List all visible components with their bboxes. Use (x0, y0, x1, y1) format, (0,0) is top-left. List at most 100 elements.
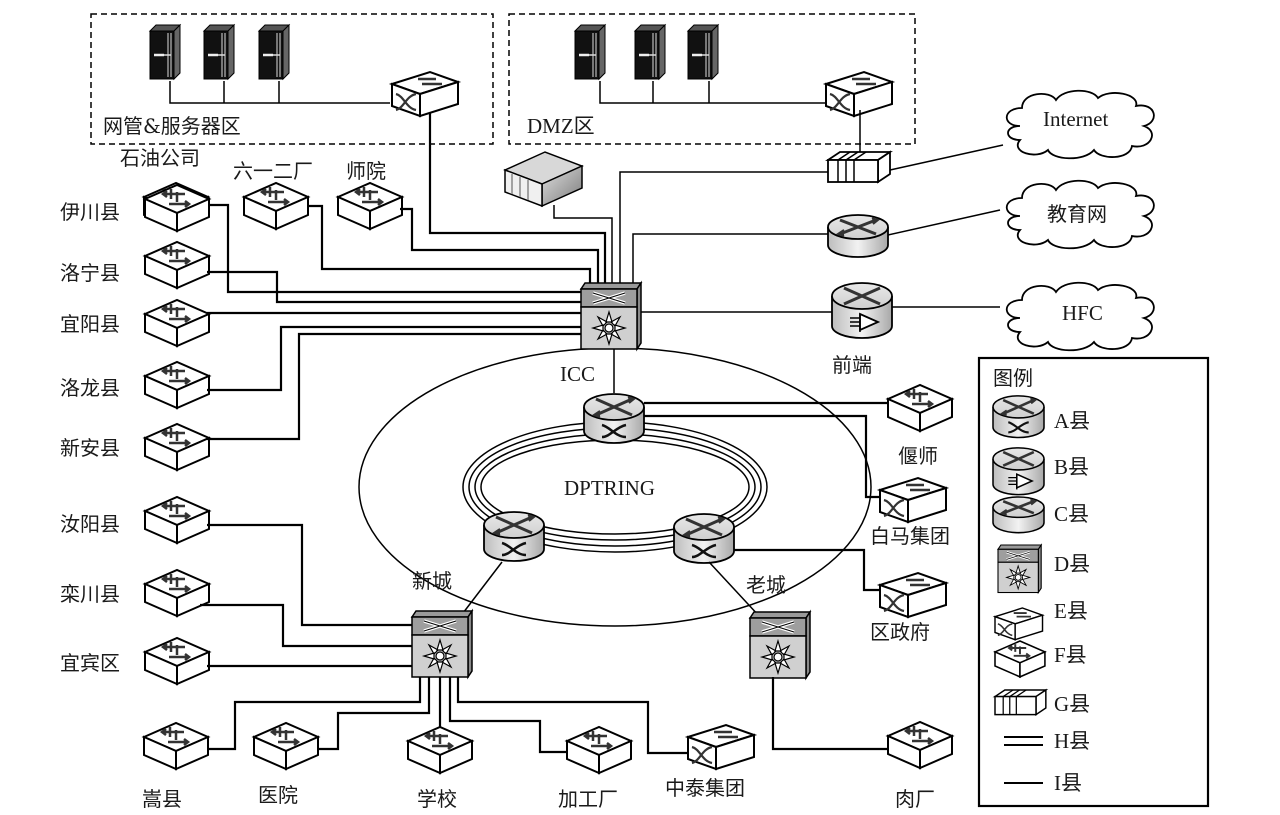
edu-net-label: 教育网 (1047, 202, 1107, 226)
edu-router-to-cloud-link (887, 209, 1001, 236)
top-site-label: 师院 (346, 159, 386, 183)
left-site-label: 宜阳县 (60, 312, 120, 336)
dmz-zone-border (508, 13, 916, 145)
left-site-switch-icon (143, 298, 211, 348)
bottom-site-link (317, 677, 431, 751)
right-site-label: 白马集团 (870, 524, 950, 548)
top-site-switch-icon (242, 181, 310, 231)
bottom-site-link (456, 677, 688, 755)
ring-to-laocheng-link (708, 561, 761, 618)
bottom-site-link (771, 677, 888, 751)
edu-router-to-icc-link (632, 233, 828, 283)
icc-core-switch-icon (579, 281, 643, 351)
ring-node-top-icon (582, 392, 646, 445)
server-icon (202, 23, 236, 81)
icc-label: ICC (560, 362, 595, 386)
bottom-site-link (207, 677, 422, 751)
bottom-site-label: 嵩县 (142, 787, 182, 811)
left-site-link (207, 325, 581, 392)
server-icon (148, 23, 182, 81)
layer3-switch-icon (996, 543, 1043, 594)
server-bus-line (599, 81, 826, 104)
bottom-site-switch-icon (886, 720, 954, 770)
router-amplifier-icon (991, 446, 1046, 496)
bottom-site-switch-icon (252, 721, 320, 771)
top-site-label: 石油公司 (120, 146, 200, 170)
left-site-label: 宜宾区 (60, 651, 120, 675)
legend-title: 图例 (993, 366, 1033, 390)
left-site-switch-icon (143, 495, 211, 545)
nms-zone-label: 网管&服务器区 (103, 114, 241, 138)
server-icon (633, 23, 667, 81)
bottom-site-switch-icon (142, 721, 210, 771)
left-site-switch-icon (143, 568, 211, 618)
dptring-label: DPTRING (564, 476, 655, 500)
legend-item-label: H县 (1054, 729, 1090, 753)
double-line-icon (1004, 736, 1043, 746)
headend-router-icon (830, 281, 894, 340)
left-site-label: 汝阳县 (60, 512, 120, 536)
appliance-to-icc-link (553, 205, 613, 283)
left-site-switch-icon (143, 636, 211, 686)
ring-to-xincheng-link (459, 561, 503, 618)
bottom-site-label: 肉厂 (895, 787, 935, 811)
firewall-to-icc-link (619, 171, 828, 283)
hfc-label: HFC (1062, 301, 1103, 325)
xincheng-switch-icon (410, 609, 474, 679)
legend: 图例 A县 B县 C县 D县 E县 F县 G县 H县 I县 (977, 356, 1210, 808)
laocheng-switch-icon (748, 610, 812, 680)
nms-switch-icon (390, 70, 460, 118)
right-site-label: 偃师 (898, 444, 938, 468)
server-icon (573, 23, 607, 81)
wan-links (428, 110, 1004, 313)
xincheng-label: 新城 (412, 569, 452, 593)
legend-item-label: C县 (1054, 502, 1089, 526)
dmz-switch-icon (824, 70, 894, 118)
legend-item-label: A县 (1054, 409, 1090, 433)
edu-router-icon (826, 213, 890, 259)
bottom-site-switch-icon (565, 725, 633, 775)
ring-node-left-icon (482, 510, 546, 563)
ring-to-right-site-link (734, 548, 880, 592)
internet-label: Internet (1043, 107, 1108, 131)
server-icon (257, 23, 291, 81)
bottom-site-label: 医院 (258, 783, 298, 807)
legend-item-label: D县 (1054, 552, 1090, 576)
left-site-switch-icon (143, 422, 211, 472)
dmz-zone-label: DMZ区 (527, 114, 595, 138)
left-site-label: 栾川县 (60, 582, 120, 606)
top-site-link (400, 207, 600, 283)
left-site-link (207, 270, 581, 304)
bottom-site-link (448, 677, 567, 754)
nms-server-zone: 网管&服务器区 (90, 13, 494, 145)
legend-item-label: I县 (1054, 771, 1082, 795)
bottom-site-switch-icon (406, 725, 474, 775)
nms-to-icc-link (428, 113, 607, 283)
server-bus-line (169, 81, 390, 104)
router-icon (991, 495, 1046, 534)
right-site-switch-icon (878, 476, 948, 524)
left-site-link (207, 523, 412, 627)
ring-to-right-site-link (644, 414, 880, 499)
left-lower-sites: 汝阳县 栾川县 宜宾区 (60, 495, 412, 686)
appliance-server-icon (503, 151, 584, 208)
right-site-switch-icon (886, 383, 954, 433)
right-site-switch-icon (878, 571, 948, 619)
left-upper-sites: 伊川县 洛宁县 宜阳县 洛龙县 新安县 (60, 183, 581, 472)
left-site-label: 伊川县 (60, 200, 120, 224)
top-site-link (307, 204, 592, 283)
left-site-link (200, 603, 412, 648)
left-site-link (207, 332, 581, 441)
headend-label: 前端 (832, 353, 872, 377)
left-site-label: 洛宁县 (60, 261, 120, 285)
router-switch-icon (991, 394, 1046, 439)
left-site-switch-icon (143, 240, 211, 290)
legend-item-label: G县 (1054, 692, 1090, 716)
bottom-site-label: 中泰集团 (665, 776, 745, 800)
nms-zone-border (90, 13, 494, 145)
dmz-zone: DMZ区 (508, 13, 916, 145)
legend-item-label: F县 (1054, 643, 1087, 667)
ring-node-right-icon (672, 512, 736, 565)
laocheng-label: 老城 (746, 573, 786, 597)
